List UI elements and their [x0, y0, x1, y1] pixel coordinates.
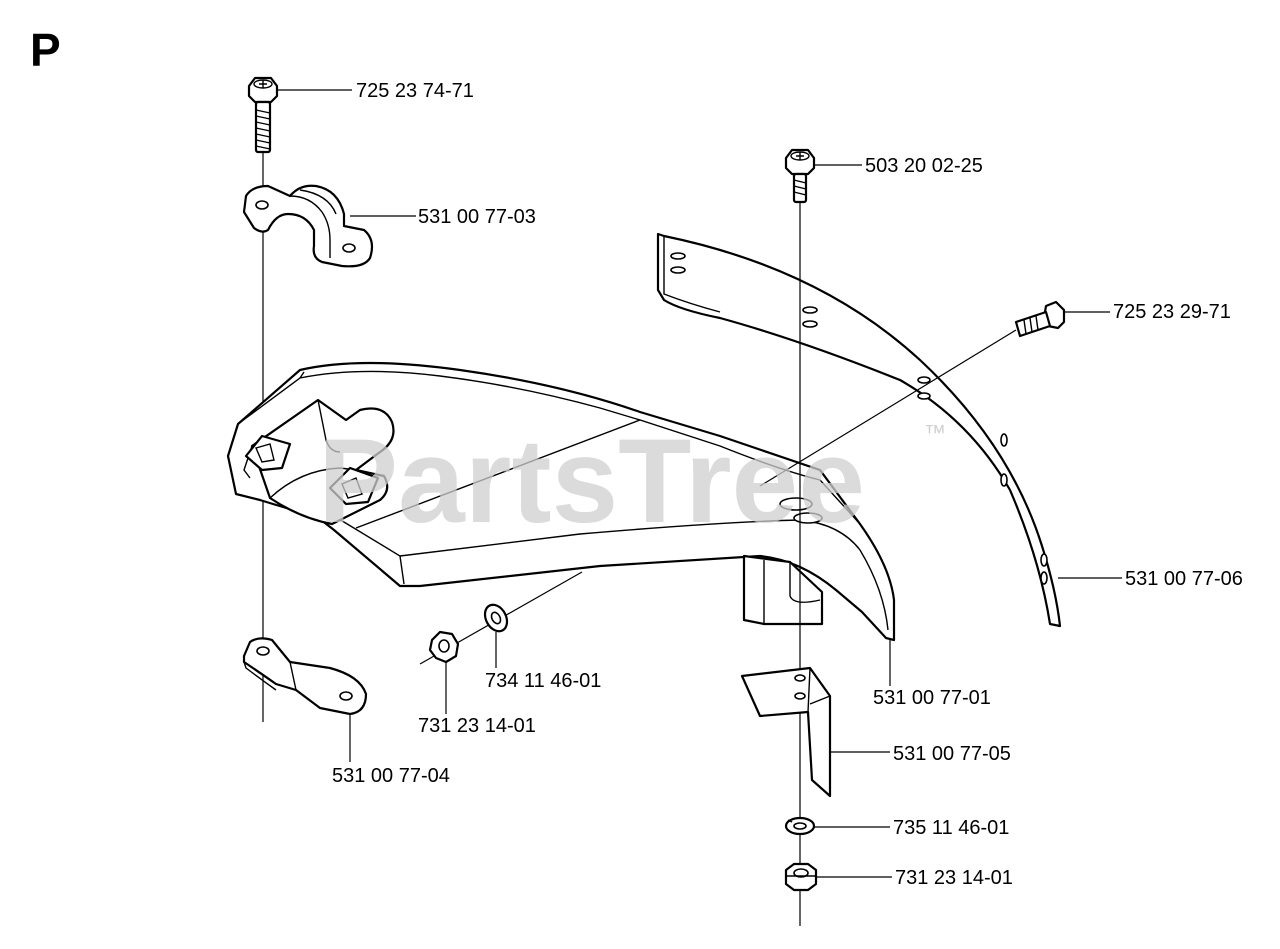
bolt-top-left[interactable]	[247, 76, 279, 154]
part-label-skirt[interactable]: 531 00 77-06	[1125, 568, 1243, 590]
part-label-screw-top-right[interactable]: 503 20 02-25	[865, 155, 983, 177]
part-label-nut-bottom[interactable]: 731 23 14-01	[895, 867, 1013, 889]
lock-washer[interactable]	[784, 816, 816, 836]
washer[interactable]	[481, 601, 512, 635]
clamp-upper[interactable]	[242, 184, 374, 268]
part-label-guard[interactable]: 531 00 77-01	[873, 687, 991, 709]
bracket[interactable]	[740, 666, 832, 798]
watermark: PartsTree	[318, 414, 865, 548]
nut-left[interactable]	[428, 630, 460, 664]
part-label-lock-washer[interactable]: 735 11 46-01	[893, 817, 1009, 839]
screw-side[interactable]	[1014, 300, 1066, 338]
part-label-clamp-lower[interactable]: 531 00 77-04	[332, 765, 450, 787]
part-label-screw-side[interactable]: 725 23 29-71	[1113, 301, 1231, 323]
section-letter: P	[30, 24, 61, 76]
screw-top-right[interactable]	[784, 148, 816, 204]
part-label-nut-left[interactable]: 731 23 14-01	[418, 715, 536, 737]
clamp-lower[interactable]	[242, 637, 368, 716]
nut-bottom[interactable]	[784, 862, 818, 892]
screw-side-axis	[759, 329, 1017, 487]
part-label-bolt-top-left[interactable]: 725 23 74-71	[356, 80, 474, 102]
part-label-bracket[interactable]: 531 00 77-05	[893, 743, 1011, 765]
guard-skirt[interactable]	[656, 232, 1062, 628]
trimmer-guard[interactable]	[226, 361, 896, 642]
part-label-clamp-upper[interactable]: 531 00 77-03	[418, 206, 536, 228]
leader-lines	[277, 89, 1122, 878]
watermark-trademark: ™	[924, 420, 946, 445]
part-label-washer[interactable]: 734 11 46-01	[485, 670, 601, 692]
